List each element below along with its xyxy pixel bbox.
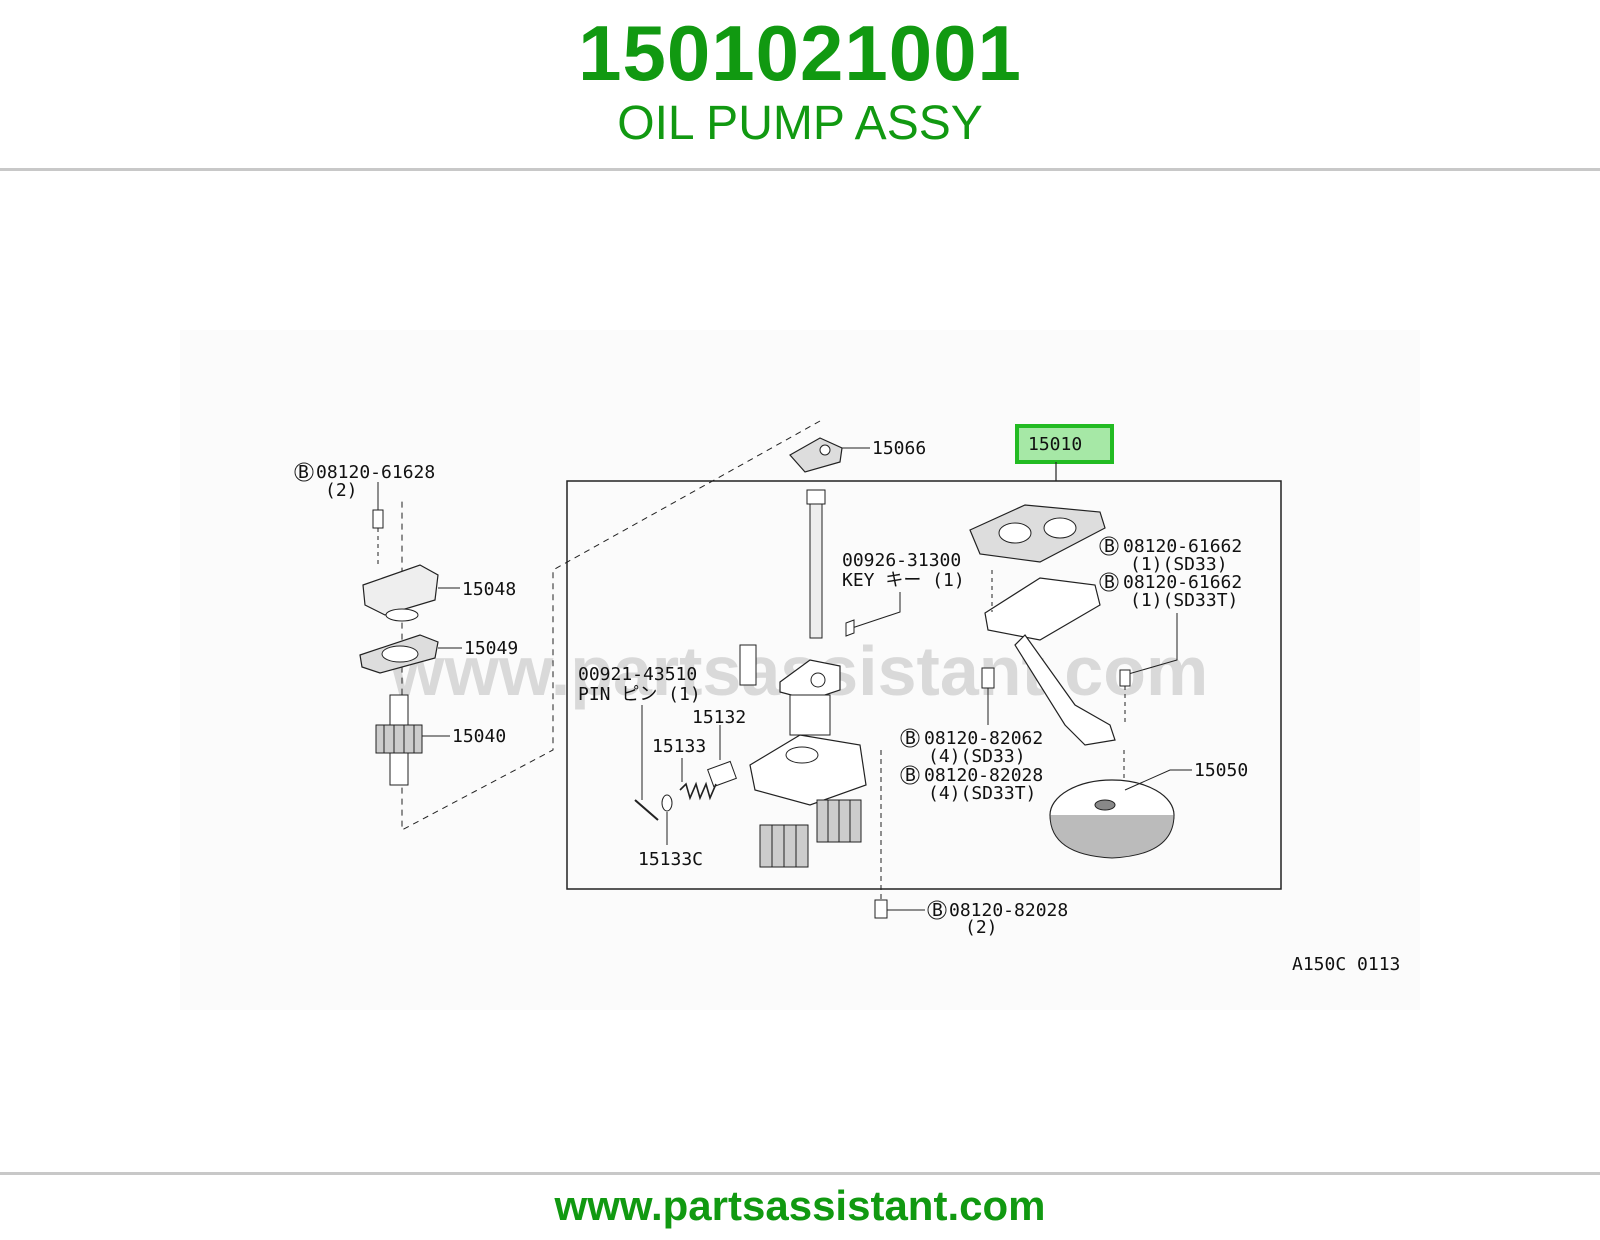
label-15132: 15132 (692, 707, 746, 728)
pump-gears (759, 750, 882, 900)
figure-code: A150C 0113 (1292, 954, 1400, 975)
part-15050-strainer[interactable]: 15050 (1049, 750, 1248, 859)
bolt-08120-82028-bottom[interactable]: B 08120-82028 (2) (874, 899, 1068, 938)
label-08120-61628: 08120-61628 (316, 462, 435, 483)
bolt-mark-icon: B (905, 728, 916, 749)
part-15010-highlight[interactable]: 15010 (1015, 424, 1114, 464)
label-00921-43510: 00921-43510 (578, 664, 697, 685)
website-link[interactable]: www.partsassistant.com (554, 1182, 1046, 1229)
bolt-mark-icon: B (298, 462, 309, 483)
pump-body (739, 644, 867, 806)
label-15048: 15048 (462, 579, 516, 600)
bolt-08120-61662-sd33t[interactable]: B 08120-61662 (1)(SD33T) (1099, 572, 1242, 725)
strainer-pipe (984, 570, 1116, 746)
label-00926-31300: 00926-31300 (842, 550, 961, 571)
label-08120-82062: 08120-82062 (924, 728, 1043, 749)
name-pin: PIN ピン (1) (578, 684, 701, 705)
bolt-08120-82028-sd33t[interactable]: B 08120-82028 (4)(SD33T) (900, 765, 1043, 804)
exploded-view-frame (401, 420, 821, 831)
pin-00921-43510[interactable]: 00921-43510 PIN ピン (1) (578, 664, 701, 821)
part-15049-gasket[interactable]: 15049 (359, 634, 518, 674)
label-15010: 15010 (1028, 434, 1082, 455)
label-15049: 15049 (464, 638, 518, 659)
bolt-08120-61662-sd33[interactable]: B 08120-61662 (1)(SD33) (1099, 536, 1242, 575)
part-15132-plunger[interactable]: 15132 (692, 707, 746, 788)
header-divider (0, 168, 1600, 171)
qty-08120-61662-sd33: (1)(SD33) (1130, 554, 1228, 575)
qty-08120-82028-sd33t: (4)(SD33T) (928, 783, 1036, 804)
qty-08120-61662-sd33t: (1)(SD33T) (1130, 590, 1238, 611)
qty-08120-61628: (2) (325, 480, 358, 501)
label-15133: 15133 (652, 736, 706, 757)
bolt-08120-61628[interactable]: B 08120-61628 (2) (294, 462, 435, 565)
bolt-08120-82062[interactable]: B 08120-82062 (4)(SD33) (900, 667, 1043, 767)
parts-diagram: www.partsassistant.com 15010 15066 B 081… (180, 330, 1420, 1010)
part-15133-spring[interactable]: 15133 (652, 736, 717, 801)
name-key: KEY キー (1) (842, 570, 965, 591)
key-00926-31300[interactable]: 00926-31300 KEY キー (1) (842, 550, 965, 637)
part-name-subtitle: OIL PUMP ASSY (617, 97, 983, 150)
part-number-title: 1501021001 (578, 9, 1022, 97)
qty-08120-82028-bottom: (2) (965, 917, 998, 938)
label-15040: 15040 (452, 726, 506, 747)
bolt-mark-icon: B (905, 765, 916, 786)
label-08120-82028-sd33t: 08120-82028 (924, 765, 1043, 786)
label-08120-82028-bottom: 08120-82028 (949, 900, 1068, 921)
label-15066: 15066 (872, 438, 926, 459)
part-15048-cover[interactable]: 15048 (362, 564, 516, 622)
label-15133c: 15133C (638, 849, 703, 870)
bolt-mark-icon: B (1104, 536, 1115, 557)
bolt-mark-icon: B (1104, 572, 1115, 593)
part-15133c-washer[interactable]: 15133C (638, 794, 703, 870)
qty-08120-82062: (4)(SD33) (928, 746, 1026, 767)
drive-shaft (806, 489, 826, 639)
footer: www.partsassistant.com (0, 1180, 1600, 1232)
assembly-frame (566, 480, 1282, 890)
label-15050: 15050 (1194, 760, 1248, 781)
bolt-mark-icon: B (932, 900, 943, 921)
part-15040-drive-gear[interactable]: 15040 (375, 694, 506, 786)
part-15066-gasket[interactable]: 15066 (789, 437, 926, 473)
strainer-gasket (969, 504, 1106, 563)
header: 1501021001 OIL PUMP ASSY (0, 0, 1600, 170)
label-08120-61662-sd33t: 08120-61662 (1123, 572, 1242, 593)
label-08120-61662-sd33: 08120-61662 (1123, 536, 1242, 557)
footer-divider (0, 1172, 1600, 1175)
